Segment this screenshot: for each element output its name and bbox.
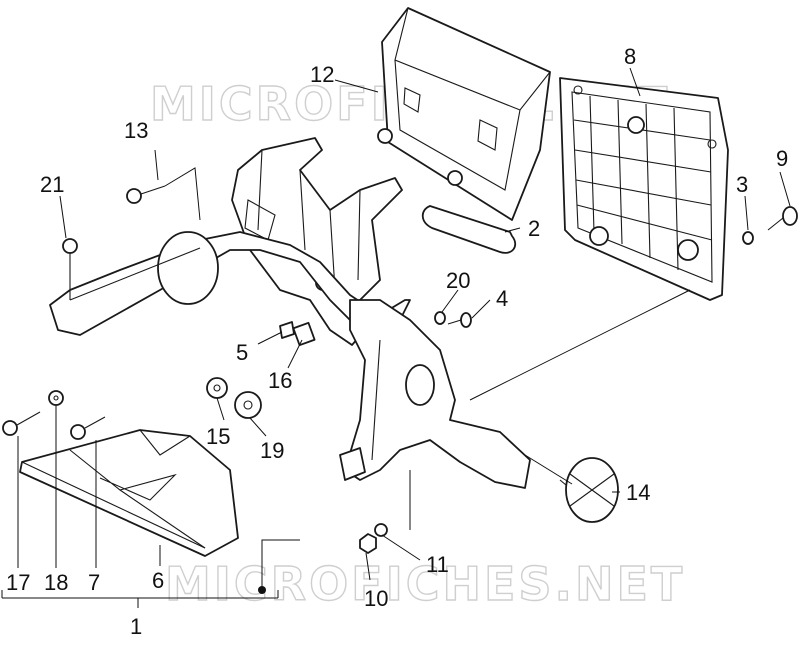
callout-13: 13 — [124, 118, 148, 143]
callout-10: 10 — [364, 586, 388, 611]
callout-12: 12 — [310, 62, 334, 87]
part-14-round-reflector — [559, 457, 619, 523]
callout-16: 16 — [268, 368, 292, 393]
callout-5: 5 — [236, 340, 248, 365]
part-12-light-housing — [377, 7, 551, 221]
callout-9: 9 — [776, 146, 788, 171]
callout-6: 6 — [152, 568, 164, 593]
watermark-bottom: MICROFICHES.NET — [165, 557, 685, 611]
leader-lines — [1, 67, 791, 608]
part-2-reflector-strip — [421, 205, 517, 254]
callout-8: 8 — [624, 44, 636, 69]
part-6-splash-guard — [19, 429, 239, 557]
callout-1: 1 — [130, 614, 142, 639]
rear-stay — [339, 299, 531, 489]
callout-15: 15 — [206, 424, 230, 449]
callout-19: 19 — [260, 438, 284, 463]
callout-labels: 12 8 13 21 9 3 2 20 4 5 16 15 19 14 11 1… — [6, 44, 788, 639]
callout-18: 18 — [44, 570, 68, 595]
callout-2: 2 — [528, 216, 540, 241]
callout-21: 21 — [40, 172, 64, 197]
callout-17: 17 — [6, 570, 30, 595]
part-8-plate-holder — [559, 77, 729, 301]
callout-14: 14 — [626, 480, 650, 505]
callout-11: 11 — [426, 552, 449, 577]
callout-20: 20 — [446, 268, 470, 293]
hardware — [2, 185, 798, 554]
callout-7: 7 — [88, 570, 100, 595]
callout-4: 4 — [496, 286, 508, 311]
callout-3: 3 — [736, 172, 748, 197]
ref-dot — [258, 586, 266, 594]
